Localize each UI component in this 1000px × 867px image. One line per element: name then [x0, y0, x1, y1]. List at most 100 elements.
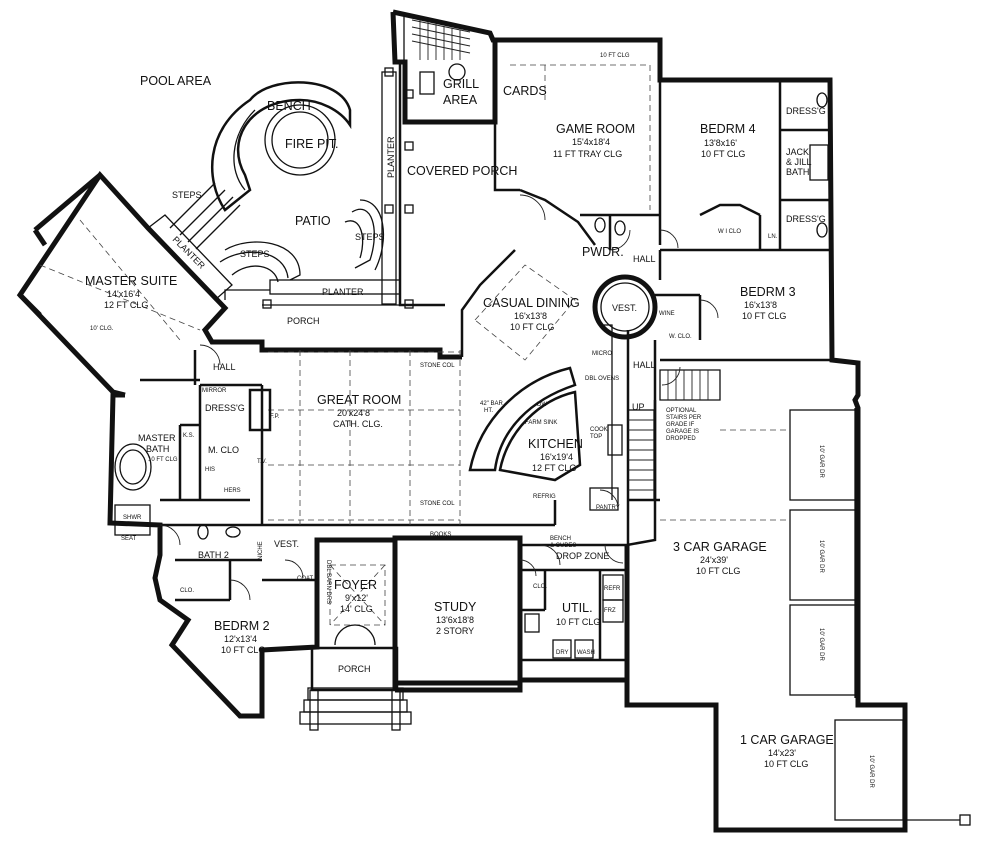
kitchen-island [468, 324, 623, 511]
pantry-label: PANTRY [596, 505, 620, 511]
game-room-clg: 10 FT CLG [600, 53, 630, 59]
ks-label: K.S. [183, 433, 195, 439]
study-dims: 13'6x18'8 [436, 615, 474, 625]
master-clg-label: 10' CLG. [90, 326, 114, 332]
bedrm2-ceiling: 10 FT CLG [221, 645, 265, 655]
bedrm4-dims: 13'8x16' [704, 138, 737, 148]
casual-dining-dims: 16'x13'8 [514, 311, 547, 321]
coat-label: COAT [297, 576, 314, 582]
drop-zone-label: DROP ZONE [556, 551, 609, 561]
cook-label: COOK [590, 427, 608, 433]
books-label: BOOKS [430, 532, 451, 538]
seat-label: SEAT [121, 536, 137, 542]
stair-note-4: GARAGE IS [666, 429, 699, 435]
porch-front-label: PORCH [338, 664, 371, 674]
foyer-dims: 9'x12' [345, 593, 368, 603]
bench-label-1: BENCH [550, 536, 571, 542]
garage-door-2-label: 10' GAR DR [818, 540, 824, 573]
master-bath-label-2: BATH [146, 444, 169, 454]
jill-label: & JILL [786, 157, 812, 167]
planter-rear-label: PLANTER [322, 287, 364, 297]
kitchen-ceiling: 12 FT CLG [532, 463, 576, 473]
stair-note-2: STAIRS PER [666, 415, 702, 421]
study-label: STUDY [434, 600, 477, 614]
mirror-label: MIRROR [202, 388, 227, 394]
covered-porch-label: COVERED PORCH [407, 164, 517, 178]
great-room-ceiling: CATH. CLG. [333, 419, 383, 429]
wine-label: WINE [659, 311, 675, 317]
vest-front-label: VEST. [274, 539, 299, 549]
garage-doors [39, 64, 906, 825]
grill-area-label: AREA [443, 93, 478, 107]
bedrm4-ceiling: 10 FT CLG [701, 149, 745, 159]
clo-util-label: CLO. [533, 584, 547, 590]
fixtures [114, 92, 971, 826]
kitchen-label: KITCHEN [528, 437, 583, 451]
foyer-ceiling: 14' CLG [340, 604, 373, 614]
patio-area [147, 15, 471, 309]
vest-round-label: VEST. [612, 303, 637, 313]
hall-w-label: HALL [213, 362, 236, 372]
bedrm3-ceiling: 10 FT CLG [742, 311, 786, 321]
stair-note-3: GRADE IF [666, 422, 695, 428]
refrig-label: REFRIG [533, 494, 556, 500]
niche-label: NICHE [258, 541, 264, 560]
dbl-ovens-label: DBL OVENS [585, 376, 619, 382]
wi-clo-label: W I CLO [718, 229, 741, 235]
hall-e-label: HALL [633, 360, 656, 370]
refr-label: REFR [604, 586, 621, 592]
stone-col-top-label: STONE COL [420, 363, 455, 369]
garage-door-4-label: 10' GAR DR [868, 755, 874, 788]
cards-label: CARDS [503, 84, 547, 98]
pwdr-label: PWDR. [582, 245, 624, 259]
patio-label: PATIO [295, 214, 331, 228]
dressg-top-label: DRESS'G [786, 106, 826, 116]
dbl-barn-drs-label: DBL BARN DRS [325, 560, 331, 604]
master-suite-label: MASTER SUITE [85, 274, 177, 288]
room-labels: POOL AREA BENCH FIRE PIT. GRILL AREA CAR… [85, 53, 874, 788]
study-ceiling: 2 STORY [436, 626, 474, 636]
three-car-garage-ceiling: 10 FT CLG [696, 566, 740, 576]
jack-label: JACK [786, 147, 809, 157]
steps-c-label: STEPS [240, 249, 270, 259]
foyer-label: FOYER [334, 578, 377, 592]
one-car-garage-ceiling: 10 FT CLG [764, 759, 808, 769]
util-label: UTIL. [562, 601, 593, 615]
vestibule-rotunda [592, 274, 658, 340]
shwr-label: SHWR [123, 515, 142, 521]
door-swings [159, 194, 719, 601]
up-label: UP [632, 402, 645, 412]
w-clo-label: W. CLO. [669, 334, 692, 340]
bath2-label: BATH 2 [198, 550, 229, 560]
util-ceiling: 10 FT CLG [556, 617, 600, 627]
great-room-dims: 20'x24'8 [337, 408, 370, 418]
hers-label: HERS [224, 488, 241, 494]
three-car-garage-dims: 24'x39' [700, 555, 728, 565]
bench-label-2: & CUBES [550, 543, 576, 549]
dry-label: DRY [556, 650, 569, 656]
bedrm4-label: BEDRM 4 [700, 122, 756, 136]
garage-door-3-label: 10' GAR DR [818, 628, 824, 661]
bedrm2-dims: 12'x13'4 [224, 634, 257, 644]
m-clo-label: M. CLO [208, 445, 239, 455]
kitchen-dims: 16'x19'4 [540, 452, 573, 462]
exterior-walls [16, 9, 908, 833]
dw-label: DW [537, 402, 547, 408]
clo-bed2-label: CLO. [180, 588, 194, 594]
stone-col-bot-label: STONE COL [420, 501, 455, 507]
master-bath-ceiling: 10 FT CLG [148, 457, 178, 463]
three-car-garage-label: 3 CAR GARAGE [673, 540, 767, 554]
steps-b-label: STEPS [355, 232, 385, 242]
dressg-master-label: DRESS'G [205, 403, 245, 413]
dressg-mid-label: DRESS'G [786, 214, 826, 224]
planter-vertical-label: PLANTER [386, 136, 396, 178]
wash-label: WASH [577, 650, 595, 656]
ln-label: LN. [768, 234, 778, 240]
master-suite-dims: 14'x16'4 [107, 289, 140, 299]
one-car-garage-dims: 14'x23' [768, 748, 796, 758]
grill-label: GRILL [443, 77, 479, 91]
pool-area-label: POOL AREA [140, 74, 212, 88]
his-label: HIS [205, 467, 215, 473]
porch-rear-label: PORCH [287, 316, 320, 326]
